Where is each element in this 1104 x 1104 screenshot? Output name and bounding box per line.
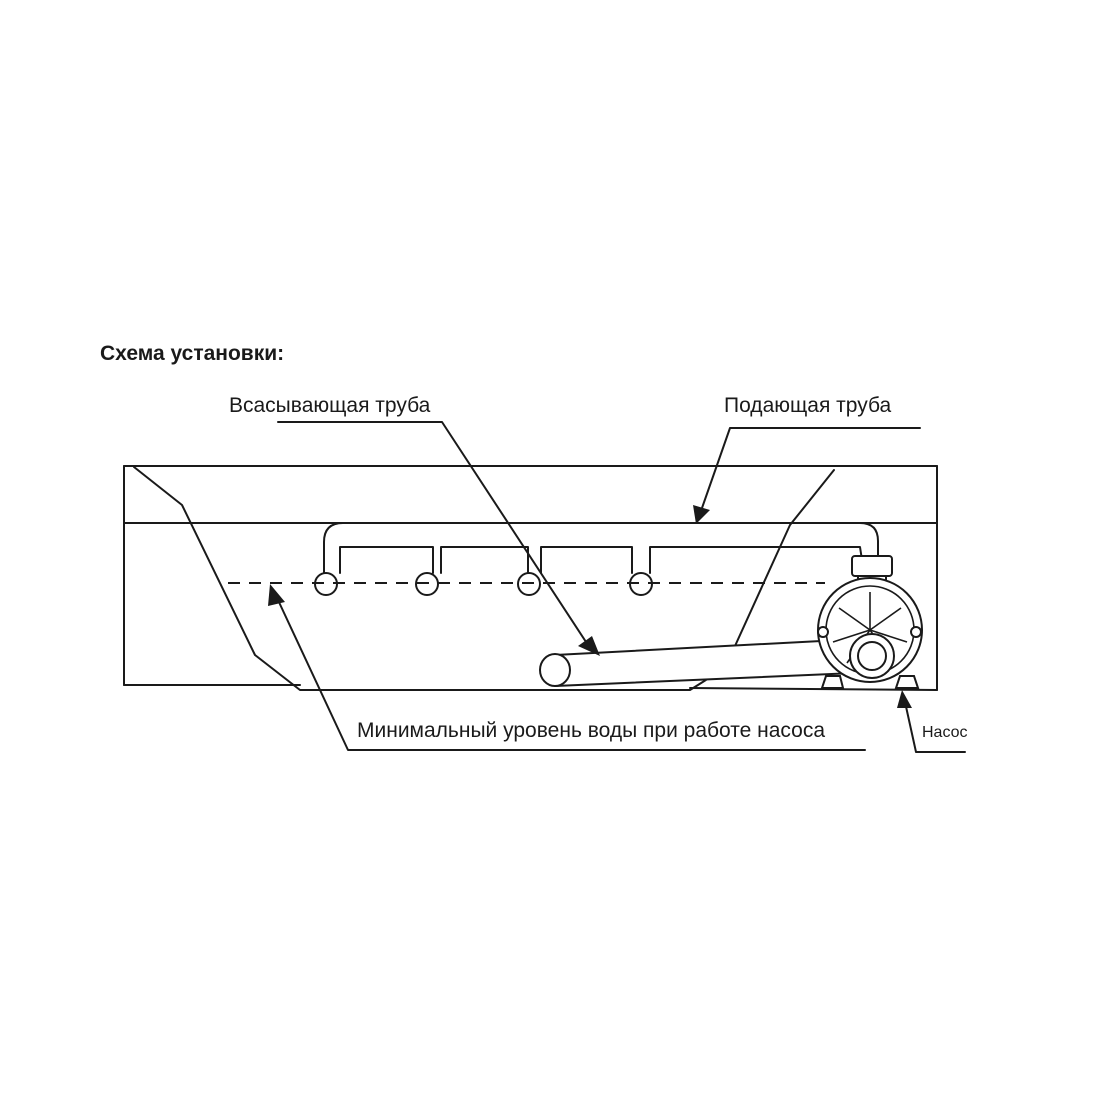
supply-pipe	[314, 522, 879, 596]
pump-icon	[817, 555, 923, 689]
bathtub-floor-right	[689, 687, 938, 691]
suction-pipe-label: Всасывающая труба	[229, 394, 431, 417]
callout-pump: Насос	[897, 690, 968, 753]
arrow-head	[897, 690, 912, 708]
pump-label: Насос	[922, 724, 968, 741]
arrow-head	[693, 505, 710, 524]
diagram-title: Схема установки:	[100, 342, 284, 365]
arrow-head	[268, 584, 285, 606]
suction-pipe-inlet	[539, 653, 571, 687]
supply-pipe-label: Подающая труба	[724, 394, 892, 417]
bathtub-basin-profile	[133, 466, 835, 691]
callout-supply-pipe: Подающая труба	[693, 394, 921, 524]
callout-suction-pipe: Всасывающая труба	[229, 394, 600, 656]
callout-min-water-level: Минимальный уровень воды при работе насо…	[268, 584, 866, 751]
arrow-head	[578, 636, 600, 656]
min-water-level-label: Минимальный уровень воды при работе насо…	[357, 719, 825, 742]
